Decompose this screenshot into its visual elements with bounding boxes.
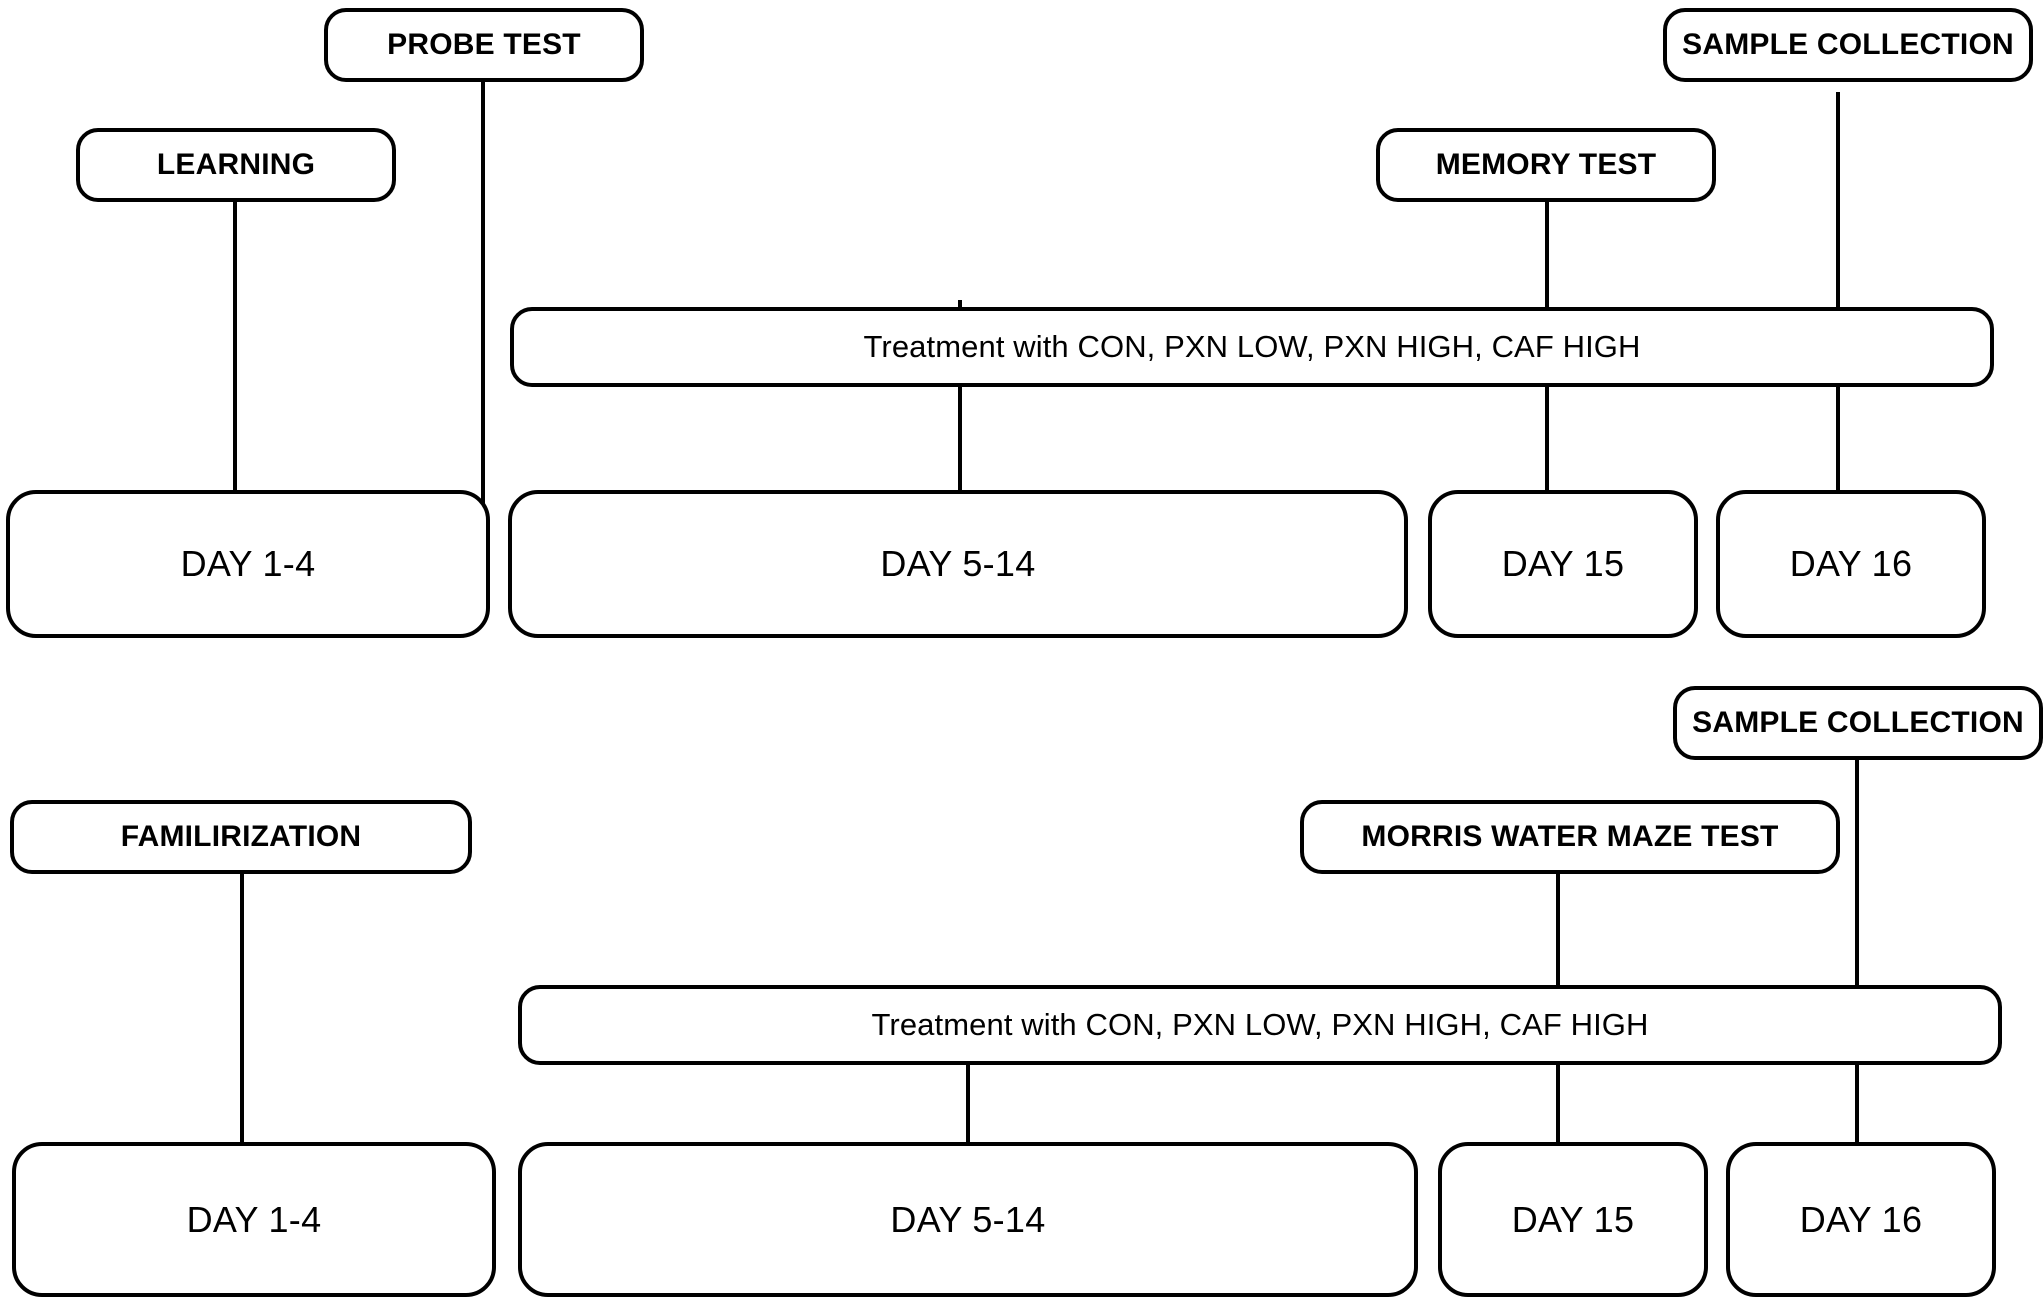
event-label: SAMPLE COLLECTION (1682, 28, 2014, 62)
event-label: MORRIS WATER MAZE TEST (1361, 820, 1779, 854)
event-label: MEMORY TEST (1435, 148, 1657, 182)
event-box-sample-collection[interactable]: SAMPLE COLLECTION (1663, 8, 2033, 82)
connector-probe-test-to-day-1-4 (481, 82, 485, 510)
day-label: DAY 15 (1501, 543, 1625, 584)
treatment-label: Treatment with CON, PXN LOW, PXN HIGH, C… (863, 329, 1641, 364)
treatment-band-top[interactable]: Treatment with CON, PXN LOW, PXN HIGH, C… (510, 307, 1994, 387)
day-label: DAY 5-14 (880, 543, 1036, 584)
day-label: DAY 16 (1799, 1198, 1923, 1240)
connector-sample-collection-to-day-16-bottom (1855, 760, 1859, 1146)
event-box-familirization[interactable]: FAMILIRIZATION (10, 800, 472, 874)
event-box-morris-water-maze-test[interactable]: MORRIS WATER MAZE TEST (1300, 800, 1840, 874)
day-box-1-4-top[interactable]: DAY 1-4 (6, 490, 490, 638)
treatment-label: Treatment with CON, PXN LOW, PXN HIGH, C… (871, 1007, 1649, 1042)
event-box-learning[interactable]: LEARNING (76, 128, 396, 202)
event-label: SAMPLE COLLECTION (1692, 706, 2024, 740)
day-box-16-bottom[interactable]: DAY 16 (1726, 1142, 1996, 1297)
day-label: DAY 15 (1511, 1198, 1635, 1240)
connector-learning-to-day-1-4 (233, 164, 237, 494)
event-label: LEARNING (156, 148, 316, 182)
connector-familirization-to-day-1-4 (240, 838, 244, 1146)
event-label: FAMILIRIZATION (120, 820, 362, 854)
connector-treatment-to-day-5-14 (958, 300, 962, 494)
event-box-memory-test[interactable]: MEMORY TEST (1376, 128, 1716, 202)
day-label: DAY 1-4 (180, 543, 316, 584)
day-box-15-top[interactable]: DAY 15 (1428, 490, 1698, 638)
day-label: DAY 5-14 (890, 1198, 1046, 1240)
day-box-1-4-bottom[interactable]: DAY 1-4 (12, 1142, 496, 1297)
day-box-5-14-bottom[interactable]: DAY 5-14 (518, 1142, 1418, 1297)
day-box-5-14-top[interactable]: DAY 5-14 (508, 490, 1408, 638)
event-label: PROBE TEST (387, 28, 581, 62)
day-box-16-top[interactable]: DAY 16 (1716, 490, 1986, 638)
day-box-15-bottom[interactable]: DAY 15 (1438, 1142, 1708, 1297)
event-box-sample-collection-bottom[interactable]: SAMPLE COLLECTION (1673, 686, 2043, 760)
connector-sample-collection-to-day-16 (1836, 92, 1840, 494)
day-label: DAY 1-4 (186, 1198, 322, 1240)
event-box-probe-test[interactable]: PROBE TEST (324, 8, 644, 82)
treatment-band-bottom[interactable]: Treatment with CON, PXN LOW, PXN HIGH, C… (518, 985, 2002, 1065)
connector-treatment-to-day-5-14-bottom (966, 1010, 970, 1146)
day-label: DAY 16 (1789, 543, 1913, 584)
